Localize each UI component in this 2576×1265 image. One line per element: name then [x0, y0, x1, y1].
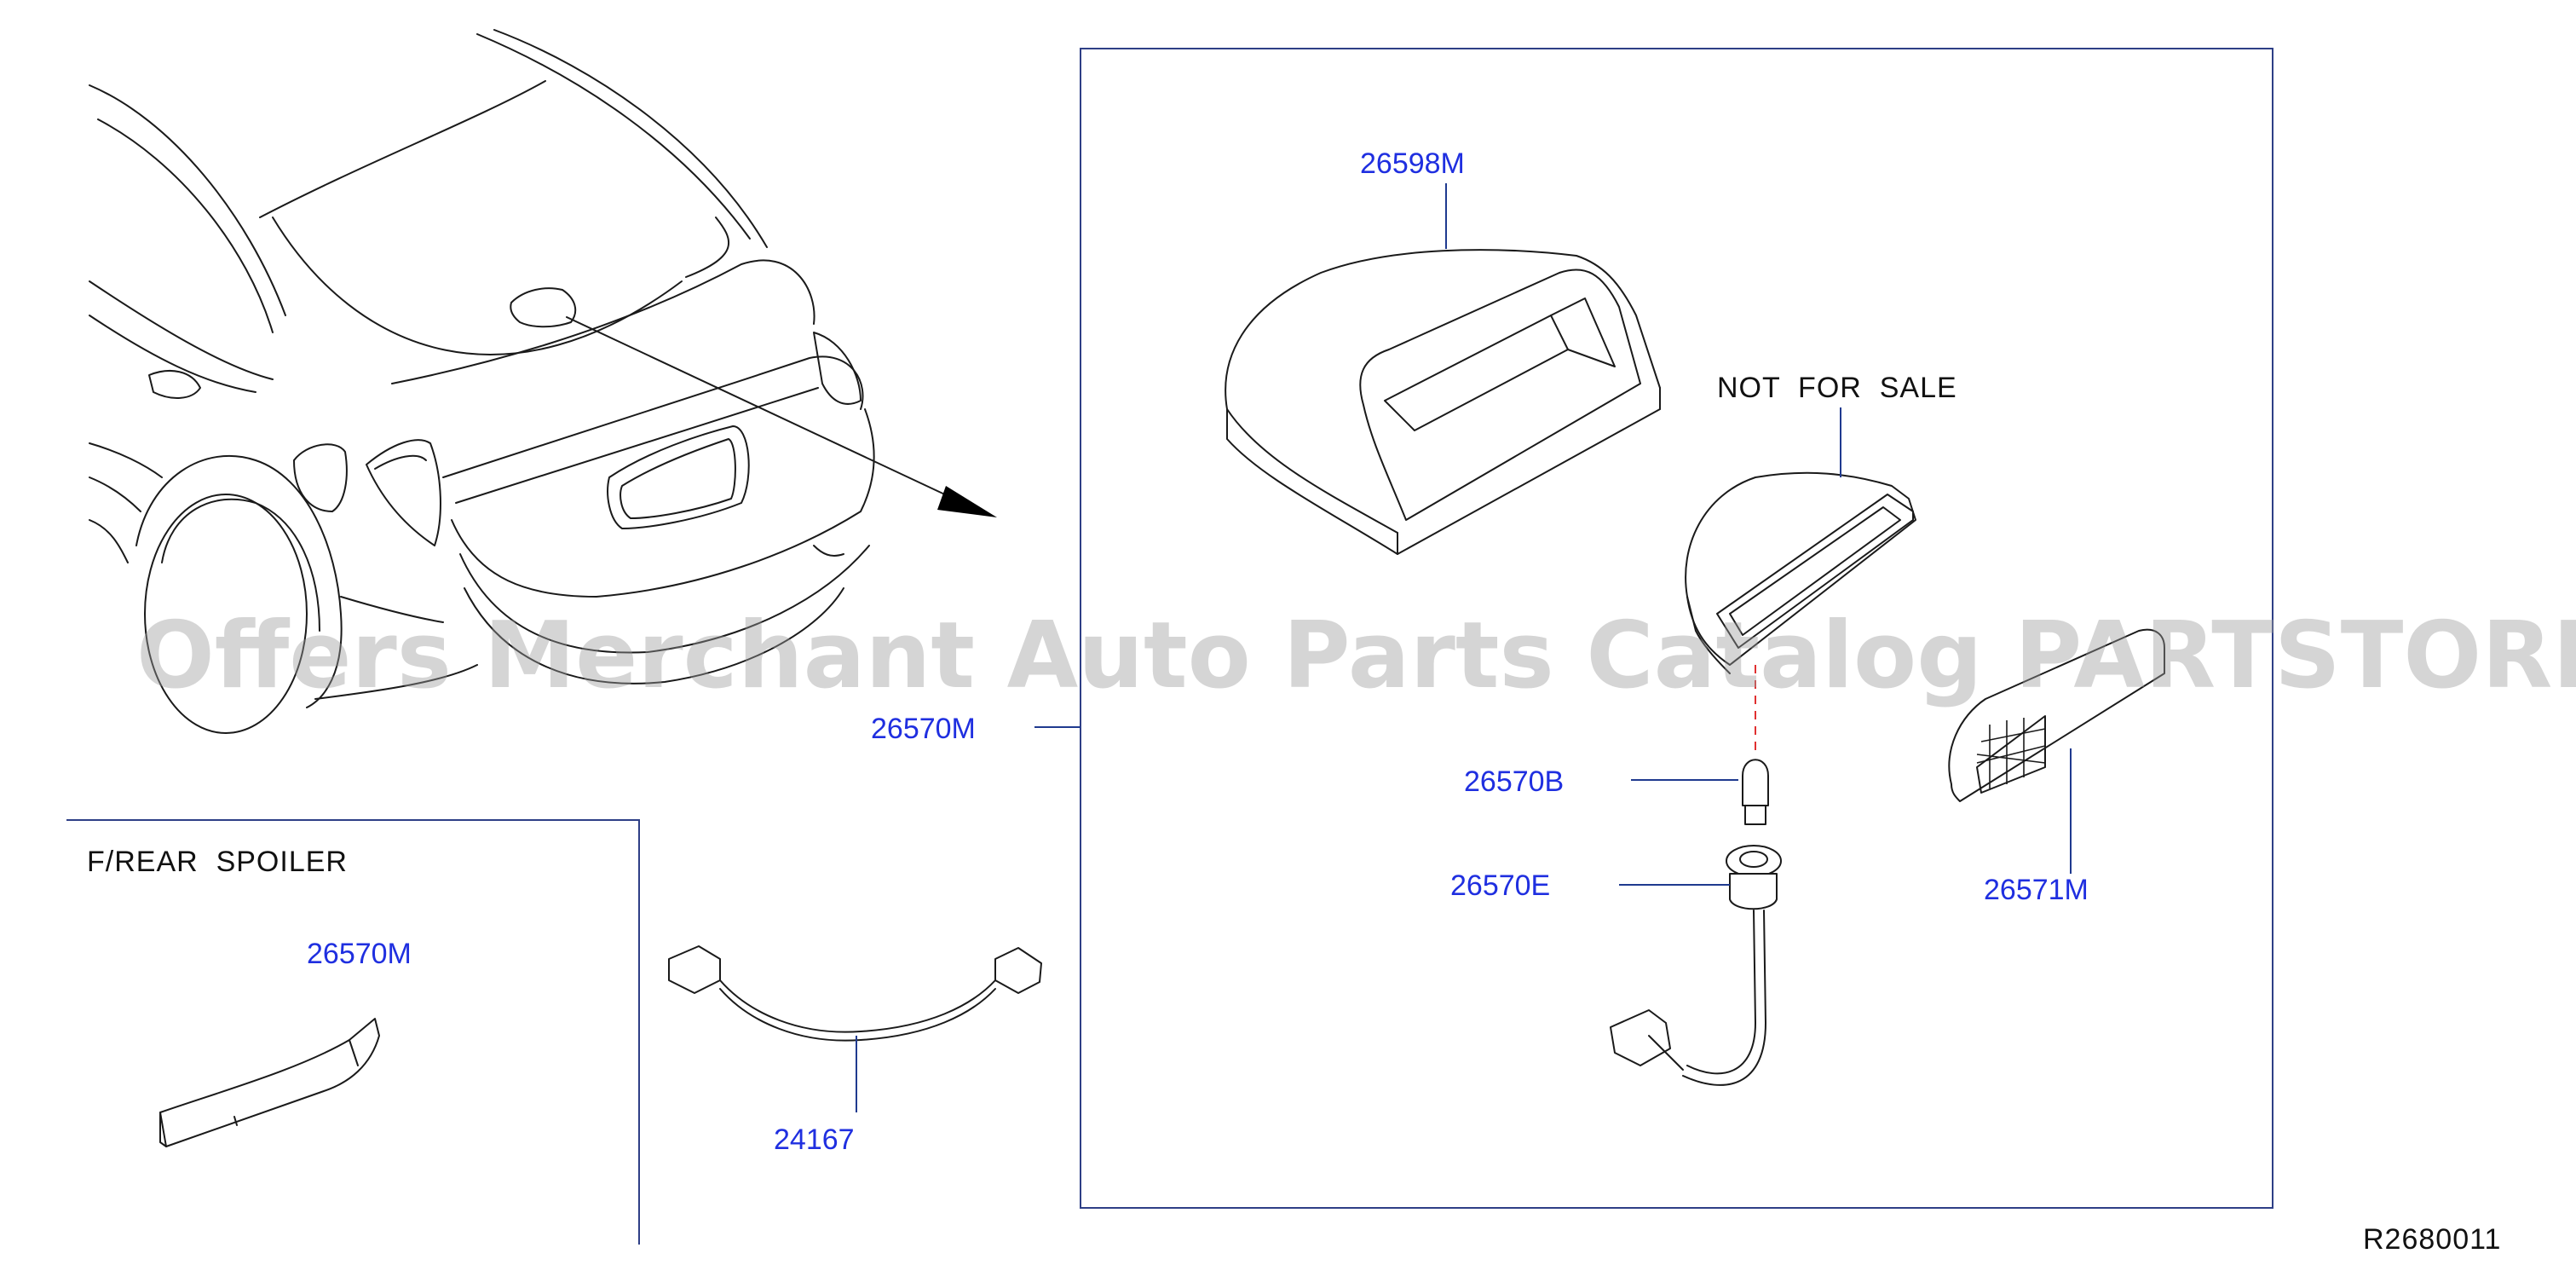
not-for-sale-note: NOT FOR SALE [1717, 372, 1957, 404]
lamp-lens-illustration [1948, 628, 2165, 802]
spoiler-section-frame [66, 819, 640, 1245]
socket-harness-illustration [1610, 845, 1782, 1086]
stop-lamp-cover-illustration [1225, 249, 1661, 555]
spoiler-section-title: F/REAR SPOILER [87, 846, 348, 878]
part-label-26570E[interactable]: 26570E [1450, 869, 1550, 902]
part-label-24167[interactable]: 24167 [774, 1123, 855, 1156]
lamp-housing-illustration [1685, 471, 1916, 674]
spoiler-lamp-illustration [159, 1018, 380, 1147]
part-label-26570M-main[interactable]: 26570M [871, 713, 976, 745]
reference-code: R2680011 [2363, 1223, 2501, 1256]
part-label-26570B[interactable]: 26570B [1464, 765, 1564, 798]
part-label-26571M[interactable]: 26571M [1984, 874, 2089, 906]
car-rear-illustration [89, 29, 997, 734]
assembly-frame [1080, 48, 2273, 1209]
harness-24167-illustration [668, 945, 1042, 1042]
part-label-26570M-spoiler[interactable]: 26570M [307, 938, 412, 970]
watermark: Offers Merchant Auto Parts Catalog PARTS… [136, 603, 2576, 709]
bulb-illustration [1742, 759, 1769, 825]
part-label-26598M[interactable]: 26598M [1360, 147, 1465, 180]
